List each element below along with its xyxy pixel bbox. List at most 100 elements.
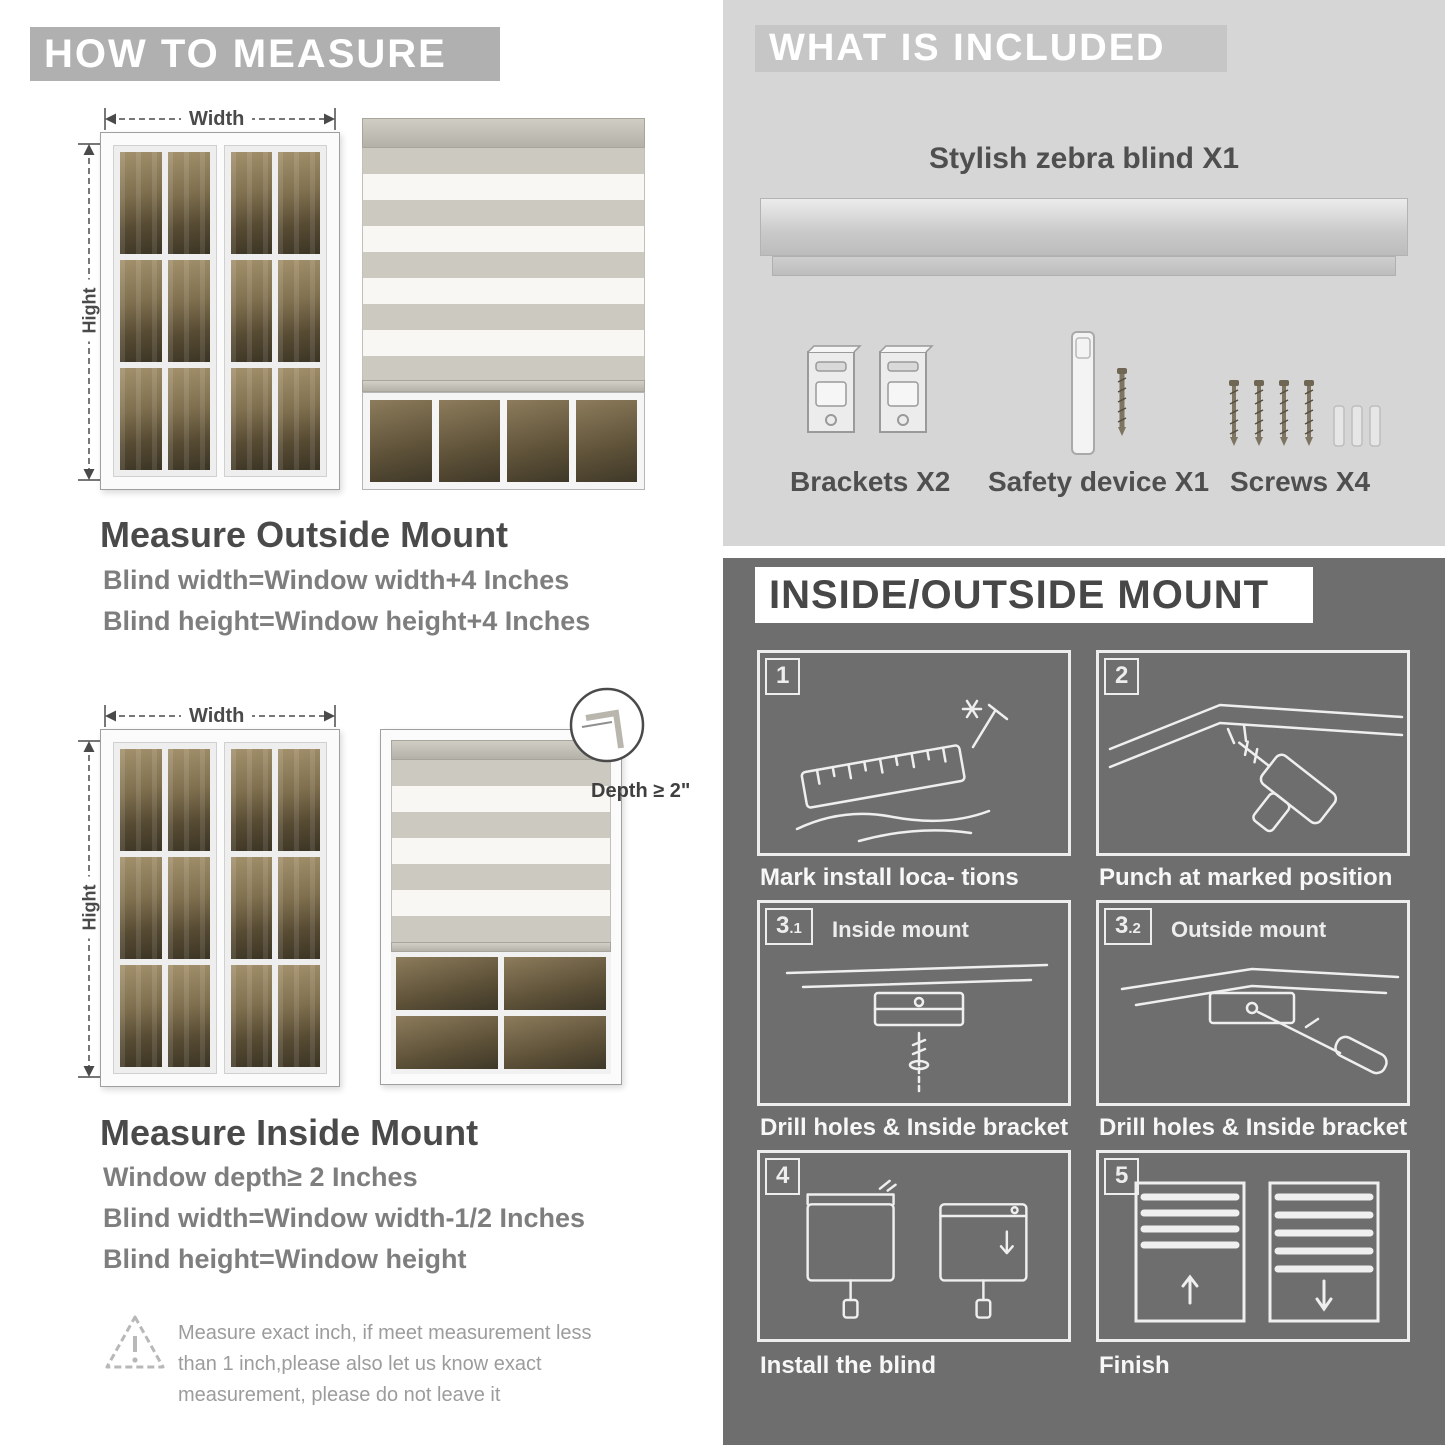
window-under-blind bbox=[362, 392, 645, 490]
step-5-number: 5 bbox=[1104, 1158, 1140, 1195]
width-label: Width bbox=[181, 705, 253, 728]
blind-cassette bbox=[362, 118, 645, 148]
mark-location-illustration bbox=[795, 699, 1009, 843]
window-pane bbox=[438, 400, 500, 482]
height-label: Hight bbox=[79, 279, 101, 342]
step-3-2-number: 3.2 bbox=[1104, 908, 1152, 945]
window-pane bbox=[230, 749, 273, 851]
blind-headrail-illustration bbox=[760, 198, 1408, 256]
mount-header: INSIDE/OUTSIDE MOUNT bbox=[755, 567, 1313, 623]
window-pane bbox=[575, 400, 637, 482]
step-3-1-caption: Drill holes & Inside bracket bbox=[760, 1114, 1069, 1141]
included-header: WHAT IS INCLUDED bbox=[755, 25, 1227, 72]
step-3-1-box: 3.1 Inside mount bbox=[757, 900, 1071, 1106]
depth-detail-circle-icon bbox=[569, 687, 645, 763]
screw-icon bbox=[1117, 368, 1127, 436]
inside-height-formula: Blind height=Window height bbox=[103, 1244, 467, 1274]
window-pane bbox=[230, 260, 273, 362]
window-glass bbox=[113, 145, 327, 477]
step-2-caption: Punch at marked position bbox=[1099, 864, 1393, 891]
blind-stripes bbox=[362, 148, 645, 380]
window-pane bbox=[230, 152, 273, 254]
window-pane bbox=[120, 152, 162, 254]
step-5-box: 5 bbox=[1096, 1150, 1410, 1342]
blind-bottom-rail bbox=[362, 380, 645, 392]
step-4-caption: Install the blind bbox=[760, 1352, 937, 1379]
window-pane bbox=[167, 965, 210, 1067]
step-2-number: 2 bbox=[1104, 658, 1140, 695]
step-3-2-box: 3.2 Outside mount bbox=[1096, 900, 1410, 1106]
depth-label: Depth ≥ 2" bbox=[591, 780, 691, 802]
step-2-box: 2 bbox=[1096, 650, 1410, 856]
finish-illustration bbox=[1134, 1181, 1380, 1323]
window-under-blind bbox=[391, 952, 611, 1074]
window-pane bbox=[396, 1016, 498, 1069]
window-illustration-inside bbox=[100, 729, 340, 1087]
window-pane bbox=[278, 368, 320, 470]
step-1-number: 1 bbox=[765, 658, 801, 695]
blind-bottom-rail bbox=[391, 942, 611, 952]
window-sash bbox=[113, 742, 217, 1074]
window-illustration-outside bbox=[100, 132, 340, 490]
window-pane bbox=[230, 368, 273, 470]
inside-bracket-illustration bbox=[785, 963, 1049, 1093]
screws-icon bbox=[1229, 380, 1314, 446]
inside-mount-title: Measure Inside Mount bbox=[100, 1112, 479, 1153]
safety-device-label: Safety device X1 bbox=[988, 466, 1210, 497]
window-pane bbox=[396, 957, 498, 1010]
outside-width-formula: Blind width=Window width+4 Inches bbox=[103, 565, 570, 595]
window-pane bbox=[278, 152, 320, 254]
window-pane bbox=[120, 965, 162, 1067]
height-label: Hight bbox=[79, 876, 101, 939]
wall-anchors-icon bbox=[1333, 405, 1381, 447]
window-pane bbox=[278, 749, 320, 851]
measure-note: Measure exact inch, if meet measurement … bbox=[178, 1322, 592, 1406]
blind-in-frame bbox=[391, 740, 611, 1074]
blind-product-label: Stylish zebra blind X1 bbox=[928, 142, 1240, 175]
width-label: Width bbox=[181, 108, 253, 131]
safety-device-icon bbox=[1071, 331, 1095, 455]
window-pane bbox=[230, 857, 273, 959]
blind-stripes bbox=[391, 760, 611, 942]
window-pane bbox=[278, 260, 320, 362]
step-1-box: 1 bbox=[757, 650, 1071, 856]
window-pane bbox=[504, 957, 606, 1010]
window-sash bbox=[113, 145, 217, 477]
screws-label: Screws X4 bbox=[1230, 466, 1371, 497]
window-pane bbox=[370, 400, 432, 482]
window-pane bbox=[120, 857, 162, 959]
window-sash bbox=[223, 742, 327, 1074]
step-3-1-number: 3.1 bbox=[765, 908, 813, 945]
outside-bracket-illustration bbox=[1120, 967, 1400, 1075]
zebra-blind-outside-illustration bbox=[362, 118, 645, 490]
window-pane bbox=[504, 1016, 606, 1069]
outside-mount-title: Measure Outside Mount bbox=[100, 514, 509, 555]
inside-width-formula: Blind width=Window width-1/2 Inches bbox=[103, 1203, 586, 1233]
bracket-icon bbox=[879, 345, 934, 433]
window-pane bbox=[120, 749, 162, 851]
install-blind-illustration bbox=[806, 1179, 1028, 1319]
window-pane bbox=[120, 260, 162, 362]
step-3-2-inline-label: Outside mount bbox=[1171, 917, 1327, 942]
step-5-caption: Finish bbox=[1099, 1352, 1170, 1379]
how-to-measure-header: HOW TO MEASURE bbox=[30, 27, 500, 81]
window-pane bbox=[167, 857, 210, 959]
bracket-icon bbox=[807, 345, 862, 433]
zebra-blind-inside-illustration bbox=[380, 729, 622, 1085]
blind-headrail-valance bbox=[772, 256, 1396, 276]
window-pane bbox=[167, 260, 210, 362]
window-glass bbox=[113, 742, 327, 1074]
window-pane bbox=[230, 965, 273, 1067]
step-4-number: 4 bbox=[765, 1158, 801, 1195]
outside-height-formula: Blind height=Window height+4 Inches bbox=[103, 606, 591, 636]
window-sash bbox=[223, 145, 327, 477]
step-1-caption: Mark install loca- tions bbox=[760, 864, 1019, 891]
step-3-1-inline-label: Inside mount bbox=[832, 917, 969, 942]
window-pane bbox=[167, 152, 210, 254]
window-pane bbox=[120, 368, 162, 470]
brackets-label: Brackets X2 bbox=[790, 466, 951, 497]
window-pane bbox=[278, 857, 320, 959]
inside-depth-formula: Window depth≥ 2 Inches bbox=[103, 1162, 418, 1192]
warning-icon bbox=[105, 1315, 165, 1369]
